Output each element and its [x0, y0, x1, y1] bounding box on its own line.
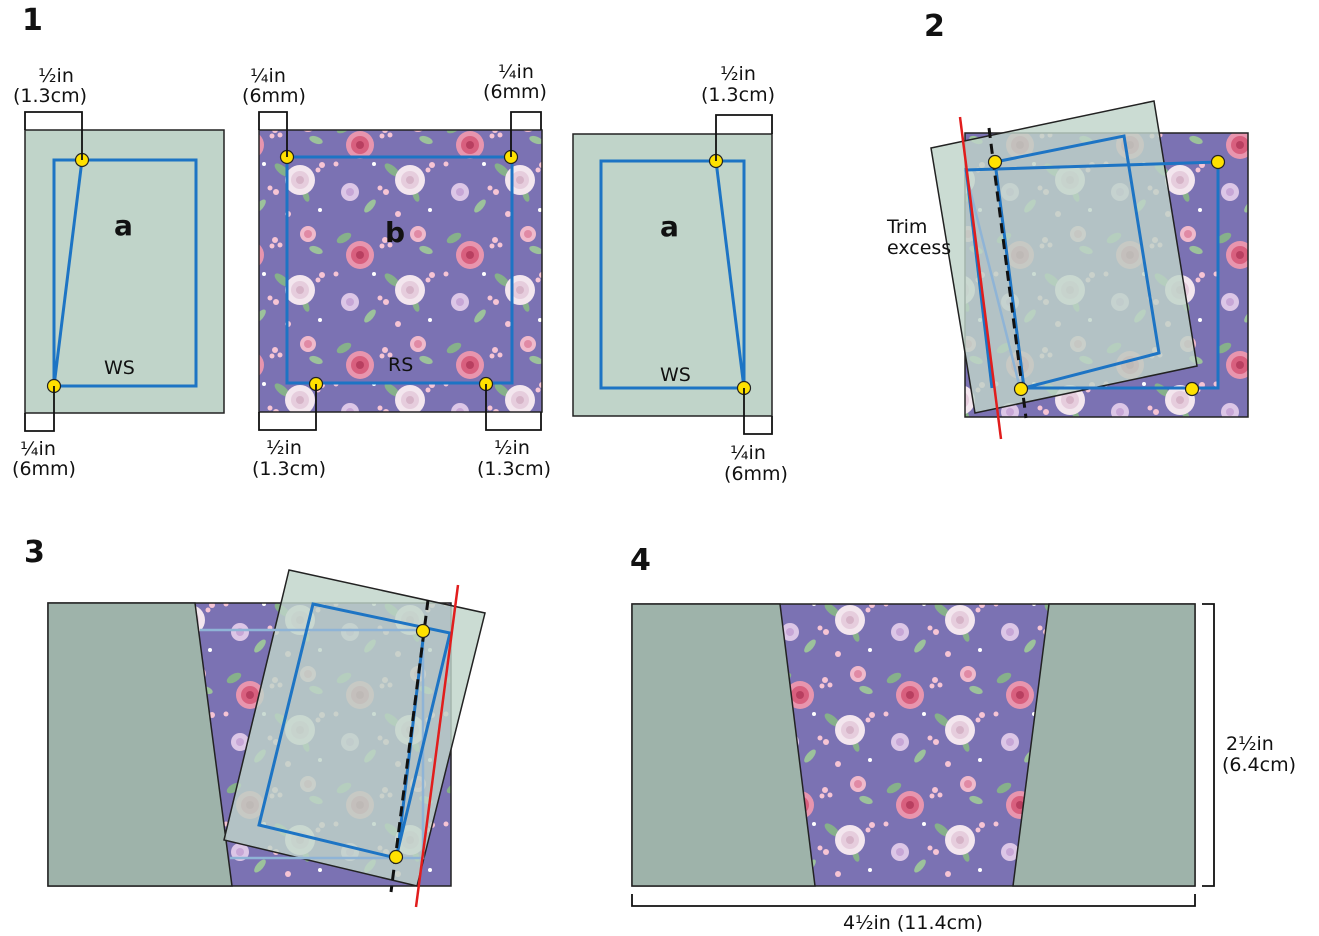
measure-bracket: [715, 114, 773, 161]
diagonal-seam-line: [52, 159, 84, 387]
piece-a-sewn-right: [1012, 603, 1196, 887]
wrong-side-label: WS: [104, 357, 135, 379]
measure-label: (6mm): [242, 85, 306, 107]
step1-left-panel: a WS ½in (1.3cm) ¼in (6mm): [12, 65, 225, 480]
piece-a-left: [24, 129, 225, 414]
measure-bracket: [24, 111, 83, 160]
measure-label: (1.3cm): [701, 84, 775, 106]
trim-excess-label: Trim: [886, 216, 927, 238]
measure-bracket: [258, 384, 317, 431]
seam-rectangle: [599, 159, 746, 390]
step-number-2: 2: [924, 9, 945, 44]
width-bracket: [631, 894, 1196, 907]
seam-rectangle-faint: [963, 169, 1022, 389]
measure-label: ½in: [38, 65, 74, 87]
piece-label-b: b: [385, 216, 405, 249]
height-measure-label: 2½in: [1226, 733, 1274, 755]
measure-bracket: [485, 384, 542, 431]
measure-label: ¼in: [498, 61, 534, 83]
measure-label: (6mm): [724, 463, 788, 485]
wrong-side-label: WS: [660, 364, 691, 386]
stitch-line-dashed: [389, 599, 430, 893]
trim-line: [958, 116, 1003, 440]
marker-dot: [1210, 154, 1226, 170]
measure-label: (1.3cm): [252, 458, 326, 480]
measure-bracket: [510, 111, 542, 157]
seam-rectangle: [964, 160, 1220, 390]
measure-label: ½in: [266, 437, 302, 459]
step-number-1: 1: [22, 3, 43, 38]
measure-bracket: [24, 386, 55, 432]
measure-label: (1.3cm): [13, 85, 87, 107]
measure-label: ¼in: [20, 438, 56, 460]
trim-line: [414, 584, 460, 908]
seam-rectangle: [285, 155, 514, 385]
trim-excess-label: excess: [887, 237, 951, 259]
measure-bracket: [258, 111, 288, 157]
measure-label: ¼in: [730, 442, 766, 464]
measure-label: (1.3cm): [477, 458, 551, 480]
width-measure-label: 4½in (11.4cm): [843, 912, 983, 934]
marker-dot: [388, 849, 404, 865]
diagonal-seam-line: [714, 160, 746, 389]
piece-label-a: a: [114, 209, 133, 242]
right-side-label: RS: [388, 354, 413, 376]
step3-panel: [47, 569, 486, 908]
piece-b-floral: [258, 129, 543, 413]
piece-a-sewn-left: [631, 603, 816, 887]
piece-a-sewn-left: [47, 602, 233, 887]
height-measure-label: (6.4cm): [1222, 754, 1296, 776]
stitch-line-dashed: [987, 127, 1028, 419]
step-number-3: 3: [24, 535, 45, 570]
seam-rectangle: [52, 158, 198, 388]
piece-label-a: a: [660, 210, 679, 243]
measure-label: ½in: [720, 63, 756, 85]
measure-label: ½in: [494, 437, 530, 459]
marker-dot: [1184, 381, 1200, 397]
measure-label: (6mm): [483, 81, 547, 103]
step1-center-panel: b RS ¼in (6mm) ¼in (6mm) ½in (1.3cm) ½in…: [242, 61, 551, 480]
measure-label: (6mm): [12, 458, 76, 480]
step2-panel: Trim excess: [886, 100, 1249, 440]
marker-dot: [415, 623, 431, 639]
piece-a-right: [572, 133, 773, 417]
height-bracket: [1202, 603, 1215, 887]
marker-dot: [987, 154, 1003, 170]
measure-bracket: [743, 388, 773, 435]
step4-panel: 2½in (6.4cm) 4½in (11.4cm): [631, 603, 1296, 934]
step-number-4: 4: [630, 543, 651, 578]
step1-right-panel: a WS ½in (1.3cm) ¼in (6mm): [572, 63, 788, 485]
marker-dot: [1013, 381, 1029, 397]
measure-label: ¼in: [250, 65, 286, 87]
seam-rectangle-rotated: [993, 134, 1161, 390]
piece-a-rotated: [223, 569, 486, 887]
